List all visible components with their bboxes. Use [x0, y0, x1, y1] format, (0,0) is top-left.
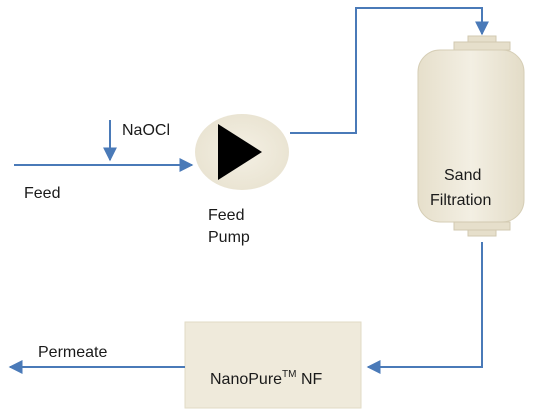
nanopure-nf-unit	[184, 321, 362, 409]
permeate-label: Permeate	[38, 344, 107, 361]
nanopure-label-suffix: NF	[297, 371, 323, 388]
sand-filtration-label-line1: Sand	[444, 167, 481, 184]
feed-label: Feed	[24, 185, 60, 202]
nanopure-nf-label: NanoPureTM NF	[210, 369, 323, 388]
filter-bottom-nozzle	[467, 229, 497, 237]
naocl-label: NaOCl	[122, 122, 170, 139]
filter-to-nf-line	[366, 242, 483, 374]
filter-top-flange	[453, 41, 511, 51]
feed-pump-label-line1: Feed	[208, 207, 244, 224]
pump-to-filter-line	[290, 7, 489, 134]
nanopure-trademark: TM	[282, 369, 296, 380]
filter-top-nozzle	[467, 35, 497, 43]
sand-filter-vessel	[417, 35, 525, 237]
feed-pump-label-line2: Pump	[208, 229, 250, 246]
pump-triangle-icon	[218, 124, 262, 180]
nanopure-label-main: NanoPure	[210, 371, 282, 388]
sand-filtration-label-line2: Filtration	[430, 192, 491, 209]
feed-pump	[195, 114, 289, 190]
filter-bottom-flange	[453, 221, 511, 231]
